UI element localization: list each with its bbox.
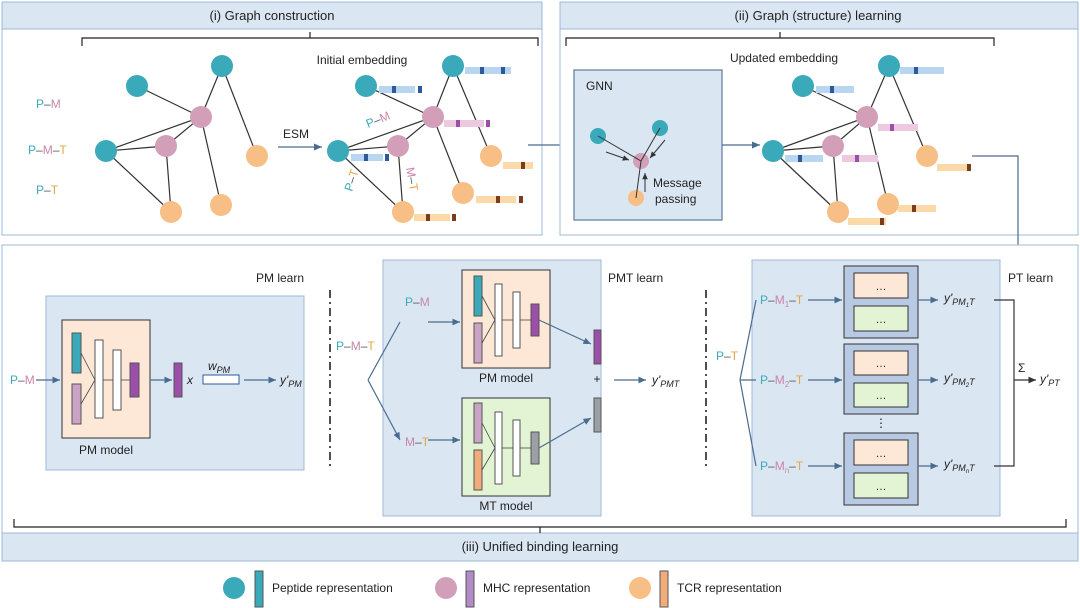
- legend-tcr-label: TCR representation: [677, 581, 782, 595]
- pair-label-pmt: P–M–T: [28, 143, 67, 157]
- panel-ii-title: (ii) Graph (structure) learning: [735, 8, 902, 23]
- peptide-node: [95, 140, 117, 162]
- pm-model-label: PM model: [79, 443, 133, 457]
- vdots: ⋮: [875, 416, 887, 430]
- pt-row-n-output: y'PMnT: [943, 457, 976, 475]
- pmt-learn-title: PMT learn: [608, 271, 663, 285]
- message-passing-label-1: Message: [653, 176, 702, 190]
- pm-output-label: y'PM: [279, 373, 302, 389]
- edge-label-pt: P–T: [342, 167, 362, 193]
- pt-row-1-label: P–M1–T: [760, 293, 804, 309]
- pm-learn-title: PM learn: [256, 271, 304, 285]
- pmt-branch-pm: P–M: [405, 295, 430, 309]
- peptide-bar: [71, 332, 82, 374]
- message-passing-label-2: passing: [655, 192, 696, 206]
- peptide-node: [878, 55, 900, 77]
- legend: Peptide representation MHC representatio…: [223, 570, 782, 608]
- legend-mhc-bar: [465, 570, 475, 608]
- pt-row-2-label: P–M2–T: [760, 373, 804, 389]
- pt-row-n-label: P–Mn–T: [760, 459, 804, 475]
- mhc-node: [422, 106, 444, 128]
- peptide-node: [126, 75, 148, 97]
- pmt-mt-vector: [593, 397, 602, 433]
- panel-iii-title: (iii) Unified binding learning: [462, 539, 619, 554]
- mhc-node: [822, 135, 844, 157]
- legend-mhc-label: MHC representation: [483, 581, 590, 595]
- svg-text:…: …: [876, 281, 887, 293]
- bracket-i: [81, 32, 539, 46]
- tcr-node: [246, 145, 268, 167]
- tcr-node: [452, 182, 474, 204]
- pt-output-label: y'PT: [1039, 372, 1061, 388]
- tcr-node: [392, 201, 414, 223]
- esm-label: ESM: [283, 127, 309, 141]
- peptide-node: [442, 55, 464, 77]
- pair-label-pt: P–T: [36, 183, 59, 197]
- peptide-node: [762, 140, 784, 162]
- x-label: x: [186, 373, 194, 387]
- tcr-node: [480, 145, 502, 167]
- initial-embedding-label: Initial embedding: [317, 53, 408, 67]
- mhc-node: [856, 106, 878, 128]
- svg-text:…: …: [876, 390, 887, 402]
- legend-tcr-icon: [629, 577, 651, 599]
- weight-vector: [202, 374, 240, 385]
- mhc-node: [387, 135, 409, 157]
- mhc-node: [155, 135, 177, 157]
- legend-tcr-bar: [659, 570, 669, 608]
- peptide-node: [792, 75, 814, 97]
- sum-bracket: [994, 299, 1015, 467]
- panel-i-title: (i) Graph construction: [210, 8, 335, 23]
- tcr-node: [877, 193, 899, 215]
- legend-mhc-icon: [435, 577, 457, 599]
- mt-model-label: MT model: [479, 499, 532, 513]
- sum-symbol: Σ: [1018, 361, 1025, 375]
- pm-output-vector: [173, 362, 183, 398]
- gnn-box: [573, 69, 723, 221]
- pt-learn-title: PT learn: [1008, 271, 1053, 285]
- tcr-node: [916, 145, 938, 167]
- plus-sign: +: [593, 372, 600, 386]
- peptide-node: [355, 75, 377, 97]
- svg-text:…: …: [876, 481, 887, 493]
- weight-label: wPM: [208, 359, 231, 375]
- edge-label-pm: P–M: [364, 109, 392, 131]
- mhc-node: [190, 106, 212, 128]
- panel-unified-learning: (iii) Unified binding learning PM learn …: [1, 244, 1079, 562]
- pmt-input-label: P–M–T: [336, 339, 375, 353]
- tcr-node: [210, 194, 232, 216]
- pmt-output-label: y'PMT: [651, 373, 681, 389]
- panel-graph-construction: (i) Graph construction Initial embedding…: [1, 1, 543, 236]
- pmt-pm-vector: [593, 329, 602, 365]
- tcr-node: [827, 201, 849, 223]
- peptide-node: [211, 55, 233, 77]
- legend-peptide-bar: [254, 570, 264, 608]
- updated-embedding-label: Updated embedding: [730, 51, 838, 65]
- peptide-node: [327, 140, 349, 162]
- bracket-iii: [13, 519, 1067, 533]
- svg-text:…: …: [876, 448, 887, 460]
- pmt-pm-model-label: PM model: [479, 371, 533, 385]
- legend-peptide-label: Peptide representation: [272, 581, 393, 595]
- pt-row-1-output: y'PM1T: [943, 291, 976, 309]
- mhc-bar: [71, 383, 82, 425]
- pt-input-label: P–T: [716, 349, 739, 363]
- pmt-branch-mt: M–T: [405, 435, 430, 449]
- gnn-label: GNN: [586, 79, 613, 93]
- legend-peptide-icon: [223, 577, 245, 599]
- pt-row-2-output: y'PM2T: [943, 371, 976, 389]
- bracket-ii: [565, 32, 995, 46]
- svg-text:…: …: [876, 358, 887, 370]
- embedding-vectors-initial: [351, 67, 533, 221]
- pm-input-label: P–M: [10, 373, 35, 387]
- tcr-node: [160, 201, 182, 223]
- svg-text:…: …: [876, 314, 887, 326]
- panel-graph-learning: (ii) Graph (structure) learning Updated …: [559, 1, 1079, 236]
- pair-label-pm: P–M: [36, 97, 61, 111]
- edge-label-mt: M–T: [403, 166, 421, 193]
- embedding-vectors-updated: [785, 67, 971, 225]
